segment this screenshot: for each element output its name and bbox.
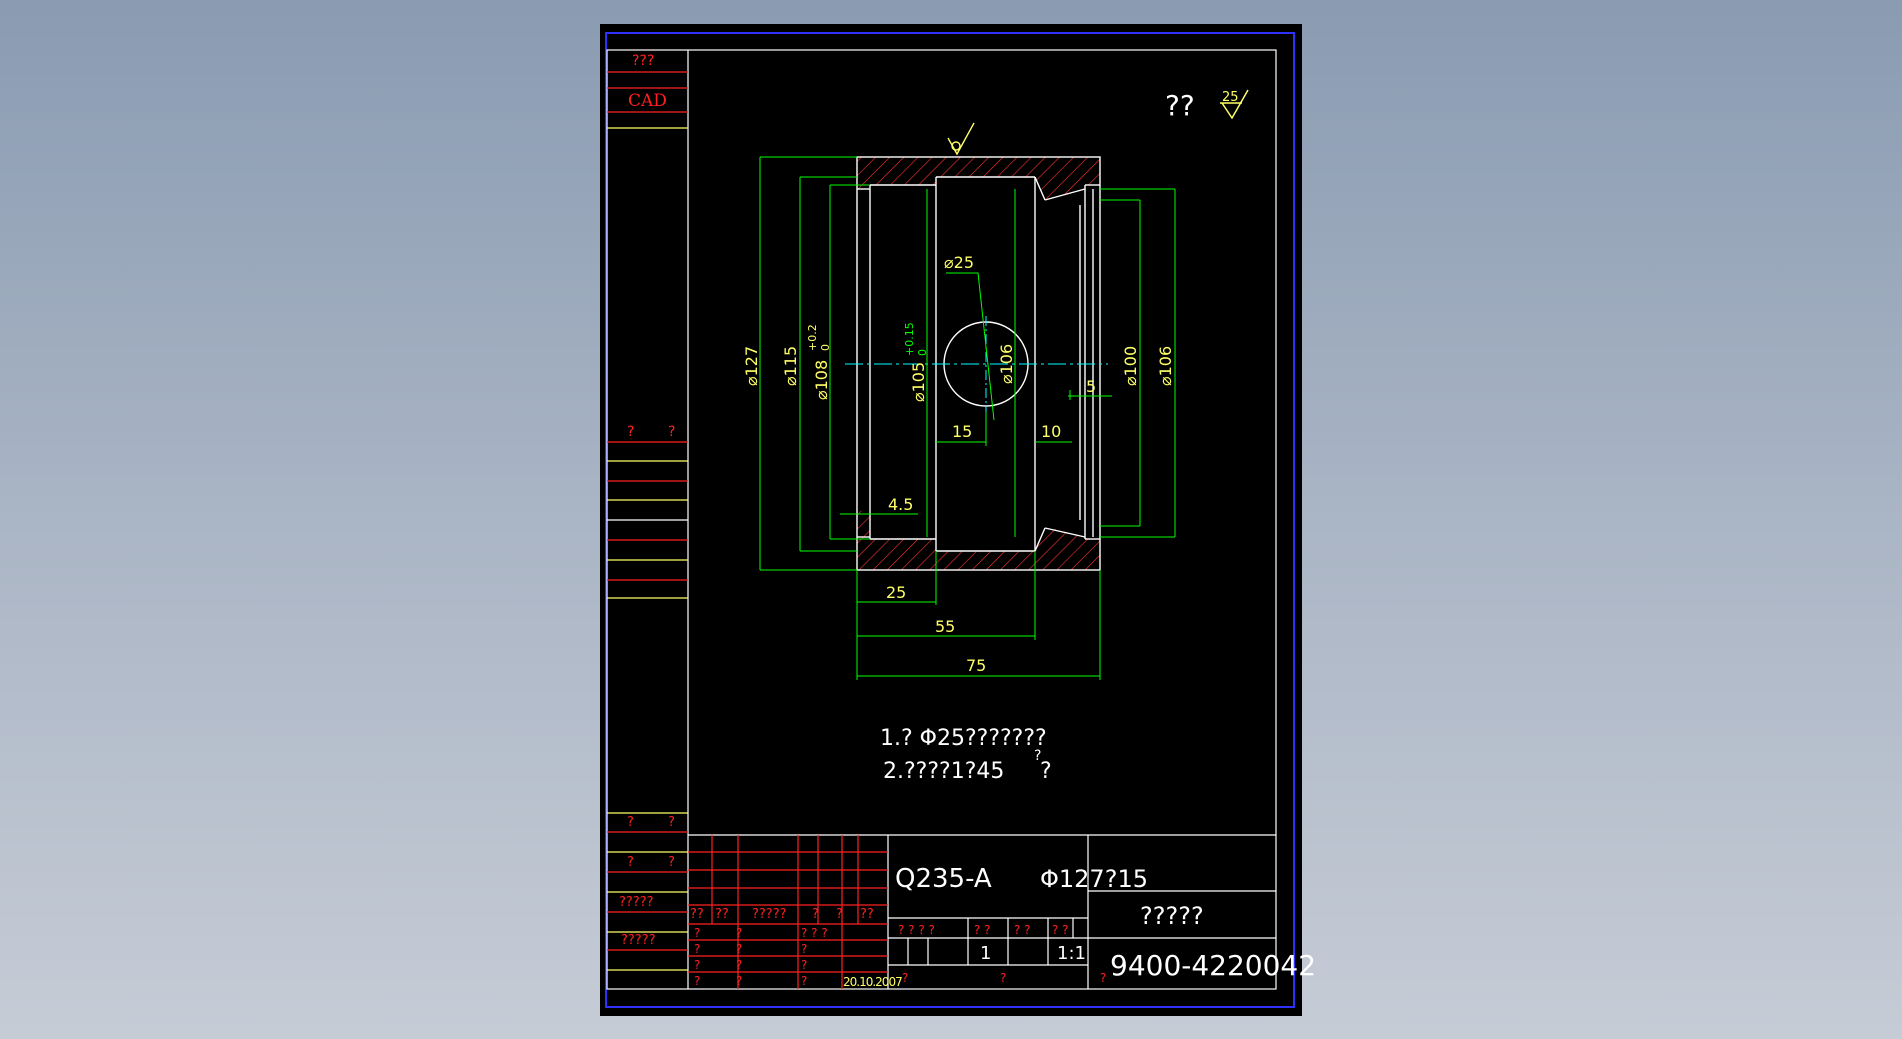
surface-note-value: 25: [1222, 90, 1239, 105]
dim-l10: 10: [1041, 422, 1061, 441]
dim-l75: 75: [966, 656, 986, 675]
tb-spec-2: ? ?: [974, 923, 991, 937]
tb-drawing-number: 9400-4220042: [1110, 949, 1316, 982]
left-lower3: ?????: [619, 895, 654, 910]
tb-header-1: ??: [690, 907, 704, 922]
tb-bottom-mark-1: ?: [902, 971, 908, 985]
left-strip-mid-lines: [607, 441, 688, 599]
left-mark-a: ?: [627, 424, 634, 440]
tb-right-mark-3: ?: [801, 958, 807, 972]
left-lower4: ?????: [621, 933, 656, 948]
left-lower1-a: ?: [627, 815, 634, 830]
tb-header-3: ?????: [752, 907, 787, 922]
dim-d106-right: ⌀106: [1156, 346, 1175, 386]
tb-spec-1: ? ? ? ?: [898, 923, 935, 937]
dim-d105-tol-upper: +0.15: [903, 322, 916, 356]
note-line2-tail: ?: [1040, 759, 1052, 784]
dim-d105-tol-lower: 0: [916, 349, 929, 356]
section-hatch: [857, 157, 1100, 570]
part-roughness-symbol: [947, 122, 975, 156]
dim-d108: ⌀108: [812, 360, 831, 400]
tb-right-mark-2: ?: [801, 942, 807, 956]
tb-part-name: ?????: [1140, 902, 1204, 930]
tb-header-2: ??: [715, 907, 729, 922]
dim-l15: 15: [952, 422, 972, 441]
roughness-symbol: [1220, 89, 1249, 120]
tb-right-mark-1: ? ? ?: [801, 926, 828, 940]
title-block: [688, 834, 1276, 989]
tb-header-4: ?: [812, 907, 819, 922]
dim-d127: ⌀127: [742, 346, 761, 386]
tb-quantity: 1: [980, 943, 991, 964]
tb-right-mark-4: ?: [801, 974, 807, 988]
dim-l25: 25: [886, 583, 906, 602]
left-mark-b: ?: [668, 424, 675, 440]
dimension-lines: [759, 156, 1176, 680]
top-label: ???: [632, 53, 654, 69]
left-strip-top: [607, 71, 688, 129]
tb-header-6: ??: [860, 907, 874, 922]
note-line2-mark: ?: [1034, 748, 1041, 764]
surface-note-marks: ??: [1165, 89, 1195, 122]
tb-header-5: ?: [836, 907, 843, 922]
note-line2: 2.????1?45: [883, 759, 1004, 784]
dim-l4-5: 4.5: [888, 495, 913, 514]
paper: [600, 24, 1302, 1016]
dim-d25: ⌀25: [944, 253, 974, 272]
tb-stock: Φ127?15: [1040, 865, 1148, 893]
tb-mid-mark-1: ?: [736, 926, 742, 940]
tb-date: 20.10.2007: [843, 975, 902, 989]
tb-material: Q235-A: [895, 864, 992, 894]
tb-mid-mark-2: ?: [736, 942, 742, 956]
tb-row-mark-2: ?: [694, 942, 700, 956]
left-lower1-b: ?: [668, 815, 675, 830]
tb-row-mark-1: ?: [694, 926, 700, 940]
dim-d100: ⌀100: [1121, 346, 1140, 386]
dimension-texts: ⌀127 ⌀115 ⌀108 +0.2 0 ⌀105 +0.15 0 ⌀106 …: [742, 253, 1175, 675]
tb-mid-mark-4: ?: [736, 974, 742, 988]
dim-d108-tol-upper: +0.2: [806, 324, 819, 351]
tb-mid-mark-3: ?: [736, 958, 742, 972]
dim-d105: ⌀105: [909, 362, 928, 402]
dim-l5: 5: [1086, 377, 1096, 396]
dim-d106-center: ⌀106: [997, 344, 1016, 384]
cad-label: CAD: [628, 91, 667, 111]
dim-d115: ⌀115: [781, 346, 800, 386]
dim-d108-tol-lower: 0: [819, 344, 832, 351]
left-strip-bottom-lines: [607, 812, 688, 971]
tb-row-mark-4: ?: [694, 974, 700, 988]
tb-dn-mark: ?: [1100, 971, 1106, 985]
tb-scale: 1:1: [1057, 943, 1086, 964]
tb-bottom-mark-2: ?: [1000, 971, 1006, 985]
tb-spec-4: ? ?: [1052, 923, 1069, 937]
dim-l55: 55: [935, 617, 955, 636]
left-lower2-b: ?: [668, 855, 675, 870]
tb-row-mark-3: ?: [694, 958, 700, 972]
outer-frame: [605, 32, 1295, 1008]
tb-spec-3: ? ?: [1014, 923, 1031, 937]
note-line1: 1.? Φ25???????: [880, 726, 1047, 751]
left-lower2-a: ?: [627, 855, 634, 870]
